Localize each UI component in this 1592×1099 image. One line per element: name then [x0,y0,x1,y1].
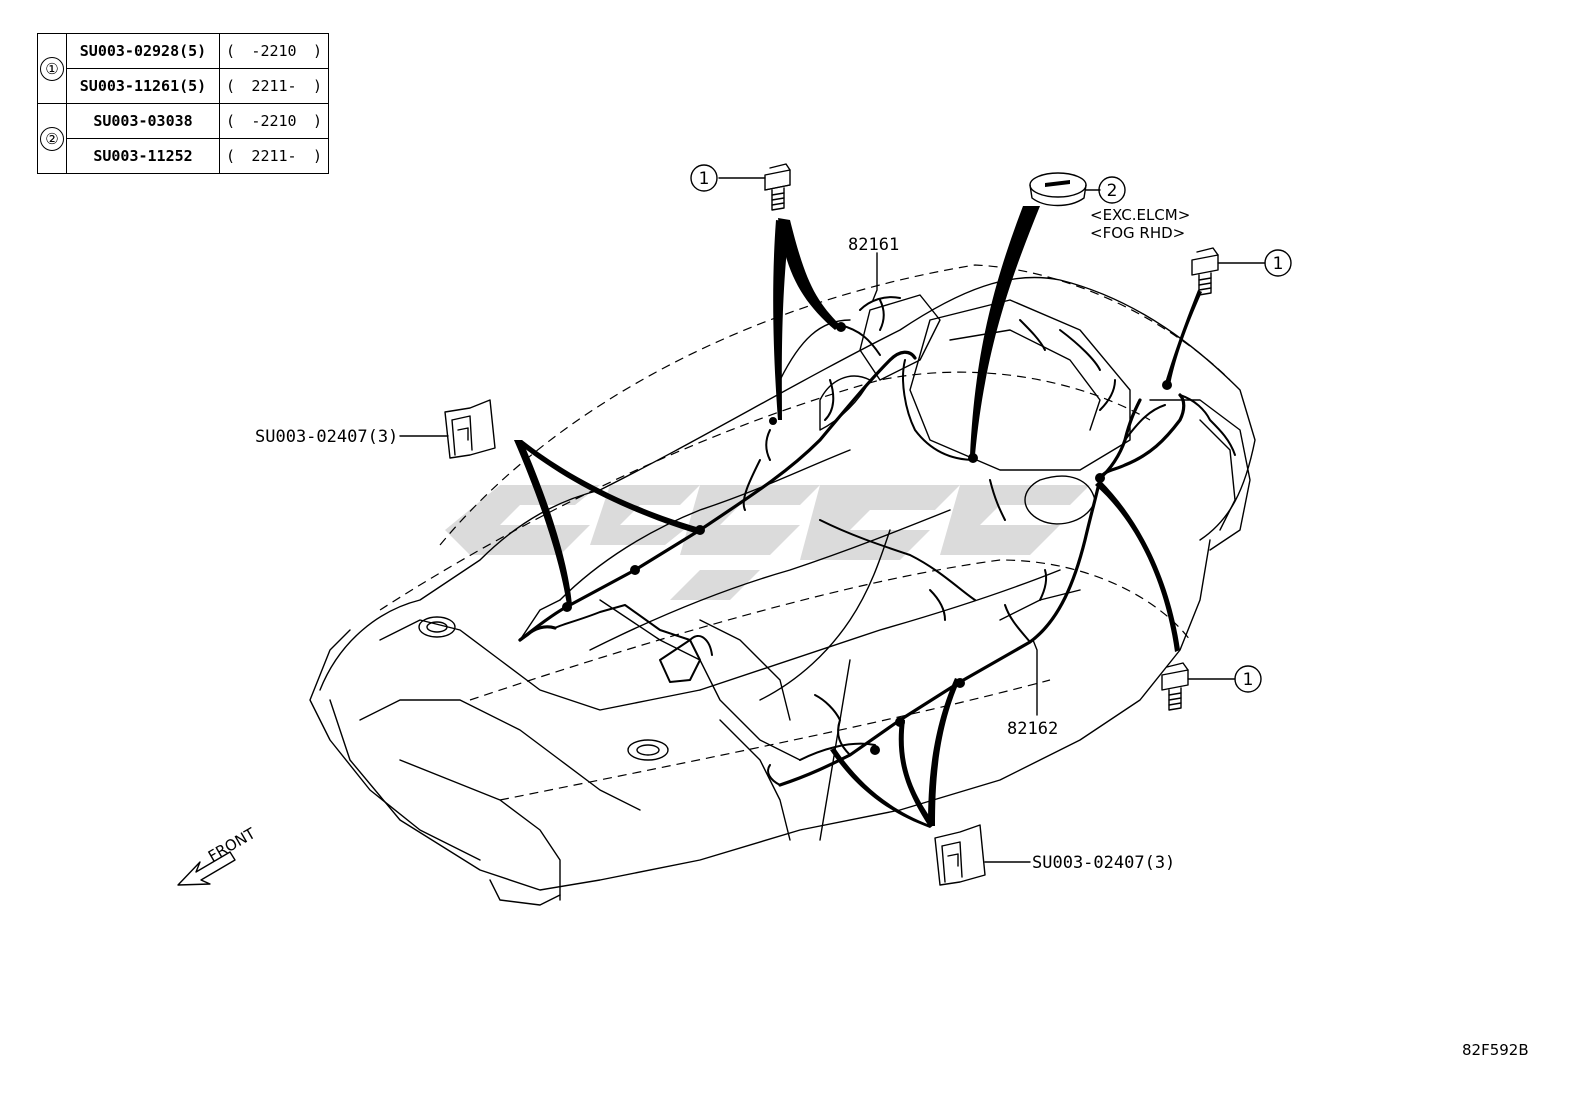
callout-bolt-top-right[interactable]: 1 [1264,249,1292,277]
callout-bolt-top-left[interactable]: 1 [690,164,718,192]
junction-dots [562,322,1172,755]
table-row: ① SU003-02928(5) (-2210) [37,33,329,104]
date-range: (2211-) [219,68,329,104]
clip-label-bottom[interactable]: SU003-02407(3) [1032,853,1175,873]
leader-lines [399,177,1266,863]
front-label: FRONT [205,824,259,866]
diagram-code: 82F592B [1462,1041,1529,1059]
svg-text:2: 2 [1107,181,1118,201]
svg-text:1: 1 [699,169,710,189]
leader-wedges [514,206,1202,828]
grommet-plug[interactable] [1029,172,1087,207]
date-range: (2211-) [219,138,329,174]
svg-text:1: 1 [1273,254,1284,274]
front-direction-arrow: FRONT [177,824,259,886]
callout-grommet[interactable]: 2 [1098,176,1126,204]
bolt-bottom-right[interactable] [1161,662,1189,711]
condition-exc-elcm: <EXC.ELCM> [1090,206,1190,224]
clip-label-left[interactable]: SU003-02407(3) [255,427,398,447]
svg-text:1: 1 [1243,670,1254,690]
ref-number-2: ② [37,103,67,174]
table-row: SU003-11261(5) (2211-) [38,68,329,104]
part-number[interactable]: SU003-02928(5) [66,33,220,69]
callout-bolt-bottom-right[interactable]: 1 [1234,665,1262,693]
table-row: SU003-11252 (2211-) [38,138,329,174]
vehicle-body-frame [309,264,1256,906]
part-number[interactable]: SU003-11252 [66,138,220,174]
wire-harness-82162[interactable] [767,319,1236,787]
harness-label-82161[interactable]: 82161 [848,235,899,255]
clip-bottom[interactable] [934,824,986,886]
ref-number-1: ① [37,33,67,104]
date-range: (-2210) [219,33,329,69]
clip-left[interactable] [444,399,496,459]
watermark-logo [445,485,1090,600]
bolt-top-left[interactable] [764,163,791,211]
part-number[interactable]: SU003-11261(5) [66,68,220,104]
condition-fog-rhd: <FOG RHD> [1090,224,1185,242]
harness-label-82162[interactable]: 82162 [1007,719,1058,739]
bolt-top-right[interactable] [1191,247,1219,296]
parts-table: ① SU003-02928(5) (-2210) SU003-11261(5) … [37,33,329,174]
